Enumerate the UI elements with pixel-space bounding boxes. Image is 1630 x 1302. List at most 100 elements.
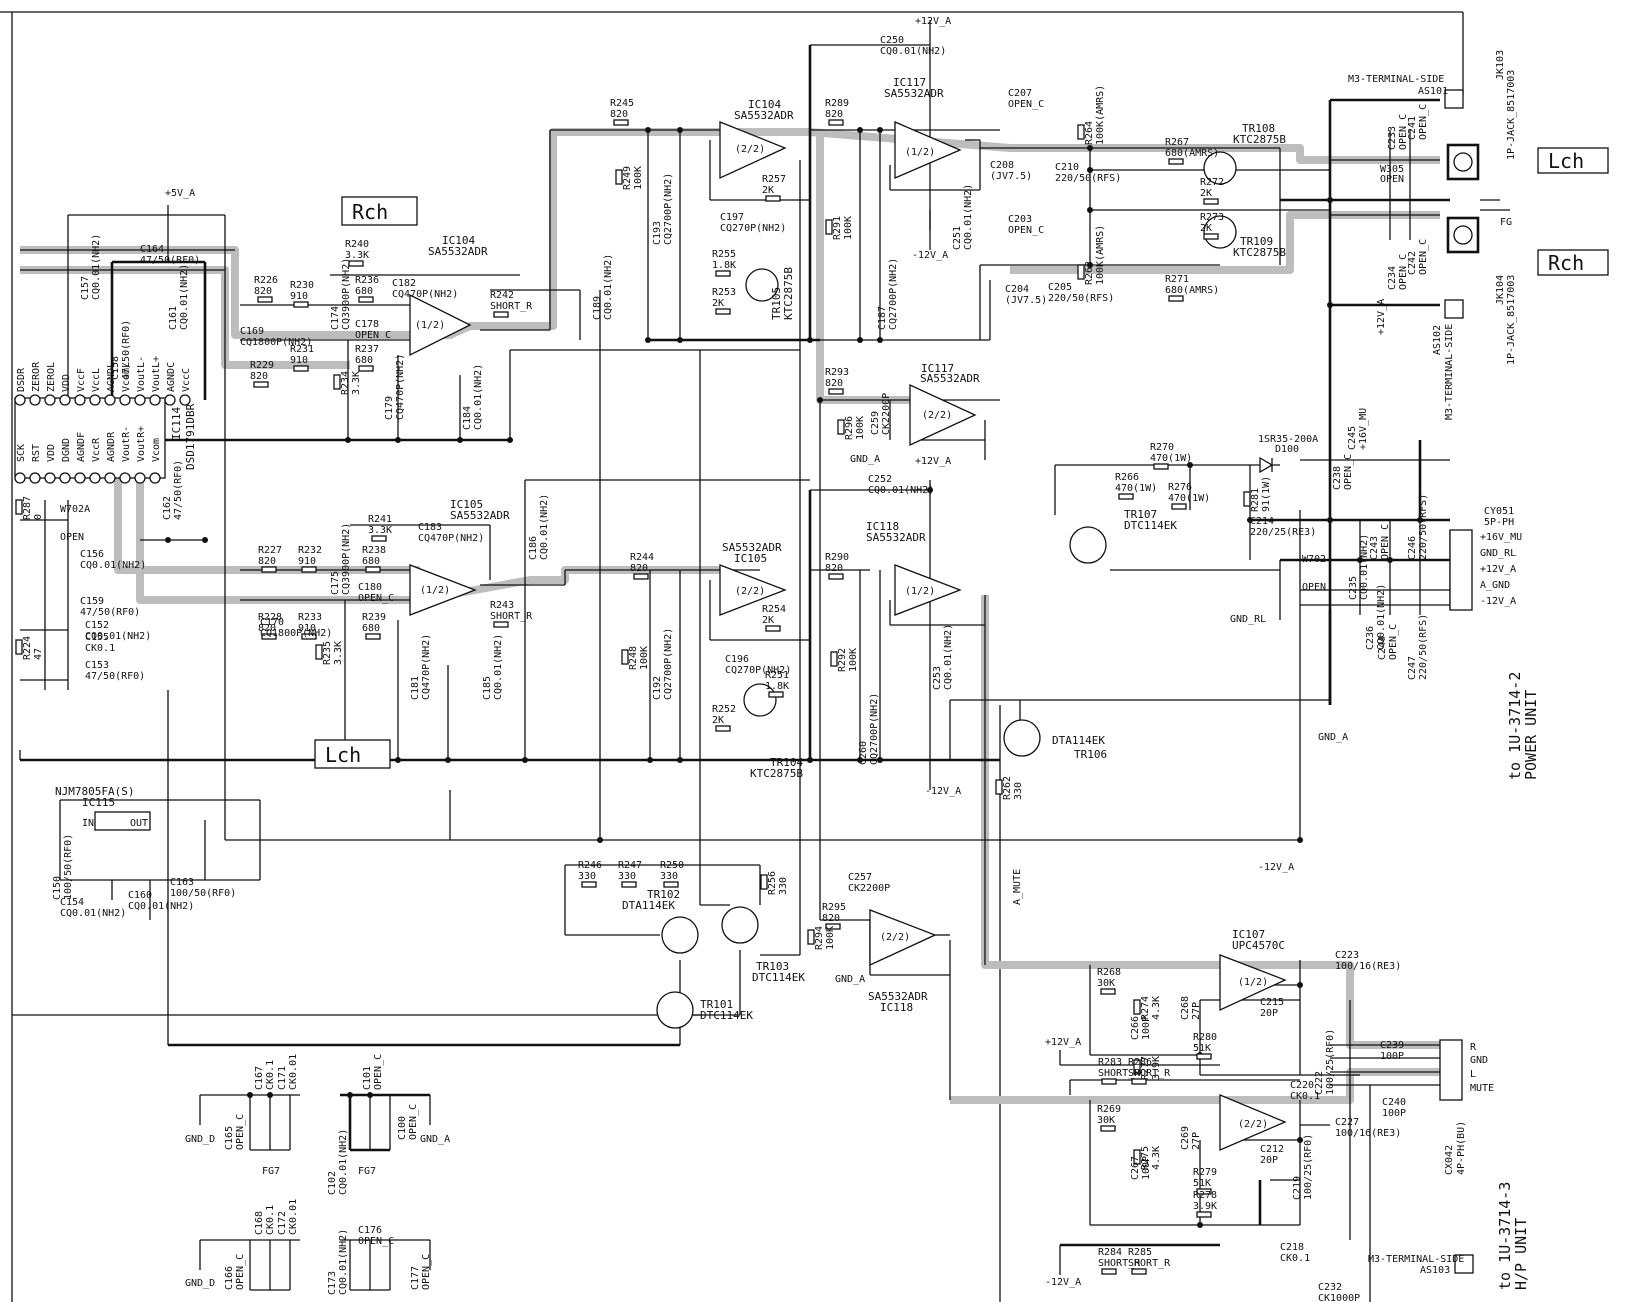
capacitor-label: C153: [85, 660, 109, 671]
jk104-as: AS102: [1432, 325, 1443, 355]
capacitor-value: CQ2700P(NH2): [663, 628, 674, 700]
capacitor-value: OPEN_C: [421, 1254, 432, 1290]
sheet-frame: [0, 11, 1464, 1302]
capacitor-label: C187: [877, 306, 888, 330]
capacitor-value: 100/25(RF0): [1303, 1134, 1314, 1200]
transistor-tr108: [1203, 151, 1237, 185]
resistor-body: [1243, 491, 1251, 507]
ic114-pin: [89, 394, 101, 406]
resistor-body: [348, 260, 364, 267]
capacitor-label: C193: [652, 221, 663, 245]
tr101-part: DTC114EK: [700, 1009, 753, 1022]
resistor-value: SHORT_R: [1128, 1068, 1171, 1079]
ic114-pin: [164, 394, 176, 406]
ic118b-part: SA5532ADR: [868, 990, 928, 1003]
resistor-value: SHORT_R: [490, 611, 533, 622]
capacitor-value: CQ470P(NH2): [421, 634, 432, 700]
capacitor-label: C196: [725, 654, 749, 665]
resistor-body: [1100, 988, 1116, 995]
capacitor-value: 47/50(RF0): [80, 607, 140, 618]
resistor-value: 680: [362, 623, 380, 634]
capacitor-value: 27P: [1191, 1002, 1202, 1020]
capacitor-value: CK0.1: [265, 1060, 276, 1090]
resistor-value: 680(AMRS): [1165, 148, 1219, 159]
resistor-label: R295: [822, 902, 846, 913]
resistor-value: 2K: [1200, 223, 1212, 234]
resistor-body: [1196, 1053, 1212, 1060]
capacitor-label: C160: [128, 890, 152, 901]
resistor-body: [613, 119, 629, 126]
resistor-value: SHORT_R: [1128, 1258, 1171, 1269]
capacitor-value: (JV7.5): [990, 171, 1032, 182]
resistor-body: [358, 365, 374, 372]
resistor-body: [1203, 233, 1219, 240]
resistor-value: 4.3K: [1151, 1146, 1162, 1170]
capacitor-label: C159: [80, 596, 104, 607]
channel-tags: Rch Lch Lch Rch: [314, 147, 1609, 769]
ic104b-unit: (2/2): [735, 144, 765, 155]
tr105-ref: TR105: [770, 287, 783, 320]
capacitor-label: C242: [1407, 251, 1418, 275]
resistor-label: R273: [1200, 212, 1224, 223]
jk103-side: M3-TERMINAL-SIDE: [1348, 74, 1444, 85]
rail-gnd-rl: GND_RL: [1230, 614, 1266, 625]
cx042-part: 4P-PH(BU): [1456, 1121, 1467, 1175]
resistor-label: R226: [254, 275, 278, 286]
ic118b-ref: IC118: [880, 1001, 913, 1014]
capacitor-value: 220/50(RFS): [1418, 494, 1429, 560]
capacitor-value: CQ0.01(NH2): [85, 631, 151, 642]
resistor-value: 2K: [1200, 188, 1212, 199]
capacitor-value: 20P: [1260, 1008, 1278, 1019]
opamp-ic104b: [719, 121, 787, 180]
capacitor-label: C154: [60, 897, 84, 908]
resistor-body: [1077, 264, 1085, 280]
resistor-label: R278: [1193, 1190, 1217, 1201]
tr109-part: KTC2875B: [1233, 246, 1286, 259]
resistor-label: R285: [1128, 1247, 1152, 1258]
capacitor-label: C172: [277, 1211, 288, 1235]
resistor-body: [715, 725, 731, 732]
capacitor-label: C168: [254, 1211, 265, 1235]
resistor-label: R255: [712, 249, 736, 260]
ic114-pin-label: AGNDC: [166, 362, 177, 392]
resistor-body: [830, 651, 838, 667]
capacitor-value: OPEN_C: [358, 593, 394, 604]
ic114-pin: [74, 472, 86, 484]
resistor-body: [837, 419, 845, 435]
resistor-body: [293, 365, 309, 372]
capacitor-label: C235: [1348, 576, 1359, 600]
capacitor-value: 100/50(RF0): [170, 888, 236, 899]
capacitor-value: CK0.1: [265, 1205, 276, 1235]
resistor-label: R238: [362, 545, 386, 556]
resistor-body: [1168, 158, 1184, 165]
cy051-dest-b: POWER UNIT: [1522, 690, 1540, 780]
capacitor-label: C245: [1347, 426, 1358, 450]
signal-path-highlights: [20, 128, 1440, 1104]
capacitor-value: OPEN_C: [1418, 104, 1429, 140]
capacitor-value: CQ470P(NH2): [395, 354, 406, 420]
capacitor-label: C152: [85, 620, 109, 631]
resistor-label: R245: [610, 98, 634, 109]
cx042-pin-r: R: [1470, 1042, 1477, 1053]
capacitor-label: C166: [224, 1266, 235, 1290]
capacitor-value: 27P: [1191, 1132, 1202, 1150]
resistor-value: 820: [822, 913, 840, 924]
resistor-body: [1133, 1149, 1141, 1165]
resistor-label: R289: [825, 98, 849, 109]
resistor-body: [1131, 1268, 1147, 1275]
resistor-body: [715, 270, 731, 277]
jumper-w702-value: OPEN: [1302, 582, 1326, 593]
capacitor-label: C182: [392, 278, 416, 289]
resistor-label: R236: [355, 275, 379, 286]
resistor-label: R242: [490, 290, 514, 301]
capacitor-label: C241: [1407, 116, 1418, 140]
opamp-ic118a: [894, 564, 962, 616]
cy051-pin3: +12V_A: [1480, 564, 1516, 575]
resistor-body: [1153, 463, 1169, 470]
ic114-pin: [119, 394, 131, 406]
ic114-ref: IC114: [170, 407, 183, 440]
resistor-label: R266: [1115, 472, 1139, 483]
resistor-value: SHORT_R: [1098, 1068, 1141, 1079]
capacitor-value: CQ0.01(NH2): [868, 485, 934, 496]
transistors: [656, 151, 1237, 1029]
